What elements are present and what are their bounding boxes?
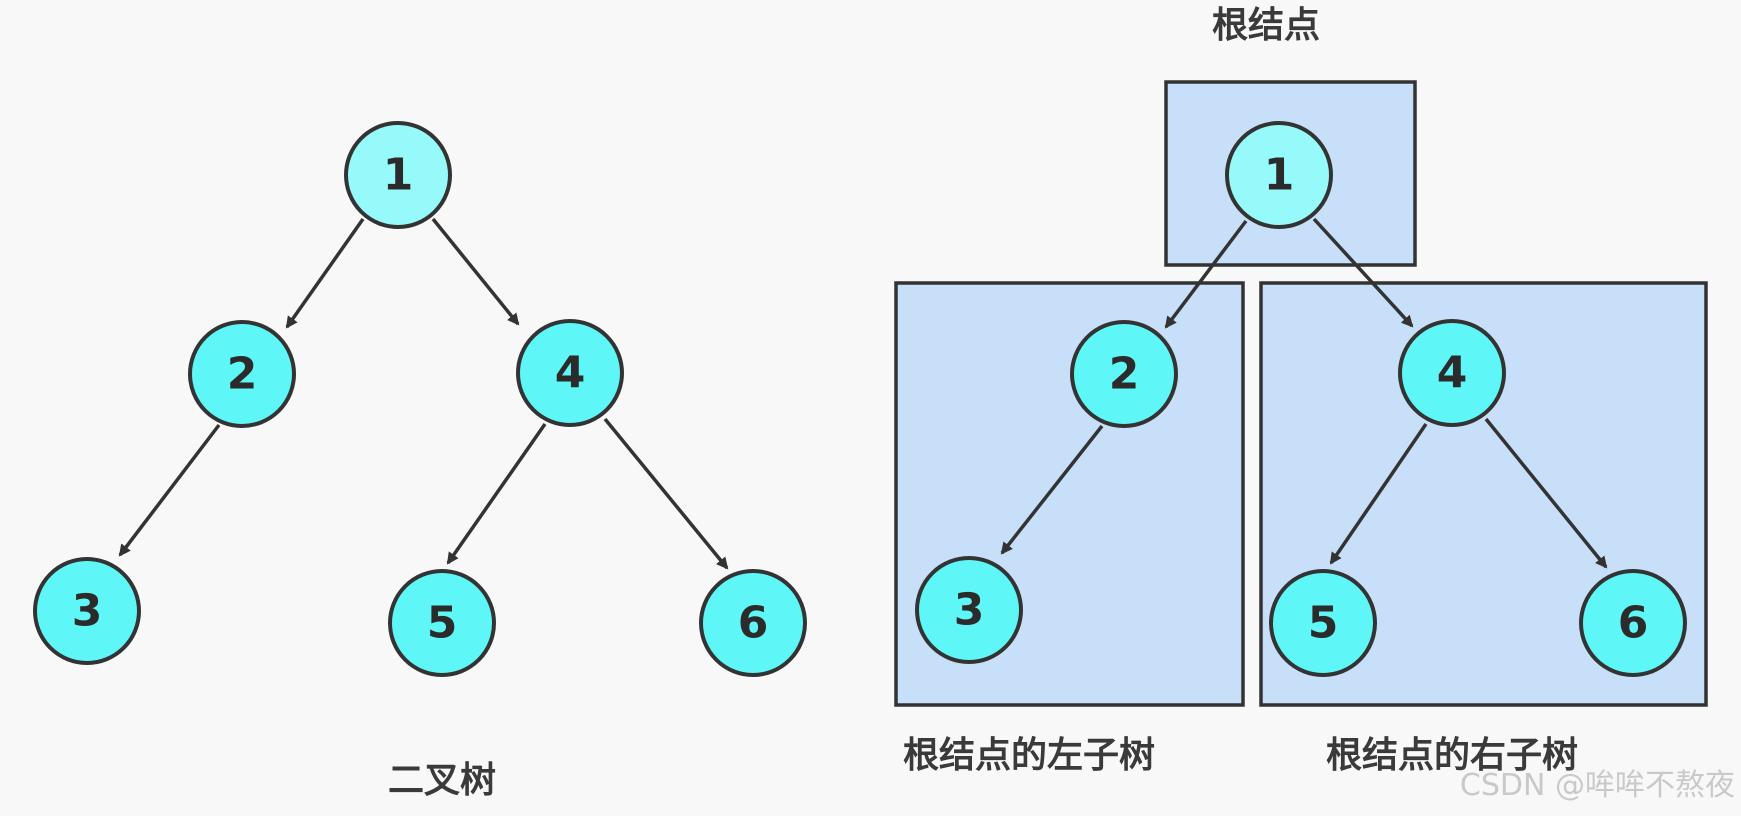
left-subtree-caption: 根结点的左子树 bbox=[903, 735, 1155, 776]
left-node-5-label: 5 bbox=[427, 598, 458, 649]
right-node-5: 5 bbox=[1269, 569, 1377, 677]
right-edge-2-3 bbox=[1000, 424, 1104, 555]
left-node-3-label: 3 bbox=[72, 586, 103, 637]
right-node-6-label: 6 bbox=[1618, 598, 1649, 649]
right-edge-1-4 bbox=[1312, 217, 1414, 328]
left-node-6-label: 6 bbox=[738, 598, 769, 649]
left-tree: 1 2 4 3 5 6 二叉树 bbox=[33, 121, 807, 801]
left-node-2-label: 2 bbox=[227, 349, 258, 400]
right-edge-1-2 bbox=[1164, 219, 1248, 329]
left-node-6: 6 bbox=[699, 569, 807, 677]
right-subtree-caption: 根结点的右子树 bbox=[1326, 735, 1578, 776]
left-edge-2-3 bbox=[118, 423, 221, 557]
right-node-2: 2 bbox=[1070, 320, 1178, 428]
right-edge-4-5 bbox=[1329, 423, 1428, 565]
left-edge-1-4 bbox=[431, 217, 520, 326]
left-node-2: 2 bbox=[188, 320, 296, 428]
right-node-6: 6 bbox=[1579, 569, 1687, 677]
right-edge-4-6 bbox=[1484, 417, 1608, 569]
left-node-4: 4 bbox=[516, 319, 624, 427]
right-node-4: 4 bbox=[1398, 319, 1506, 427]
right-node-4-label: 4 bbox=[1437, 348, 1468, 399]
left-node-3: 3 bbox=[33, 557, 141, 665]
right-node-3: 3 bbox=[915, 556, 1023, 664]
left-node-4-label: 4 bbox=[555, 348, 586, 399]
left-node-1-label: 1 bbox=[383, 150, 414, 201]
left-node-1: 1 bbox=[344, 121, 452, 229]
right-node-2-label: 2 bbox=[1109, 349, 1140, 400]
right-tree: 根结点 1 2 4 3 5 6 bbox=[894, 5, 1708, 776]
left-edge-4-5 bbox=[446, 422, 547, 565]
right-node-1-label: 1 bbox=[1264, 150, 1295, 201]
root-caption: 根结点 bbox=[1212, 5, 1320, 46]
left-tree-caption: 二叉树 bbox=[388, 760, 496, 801]
right-node-3-label: 3 bbox=[954, 585, 985, 636]
left-edge-1-2 bbox=[285, 217, 365, 329]
right-node-5-label: 5 bbox=[1308, 598, 1339, 649]
right-node-1: 1 bbox=[1225, 121, 1333, 229]
left-node-5: 5 bbox=[388, 569, 496, 677]
watermark: CSDN @哞哞不熬夜 bbox=[1459, 768, 1735, 803]
left-edge-4-6 bbox=[603, 417, 729, 570]
